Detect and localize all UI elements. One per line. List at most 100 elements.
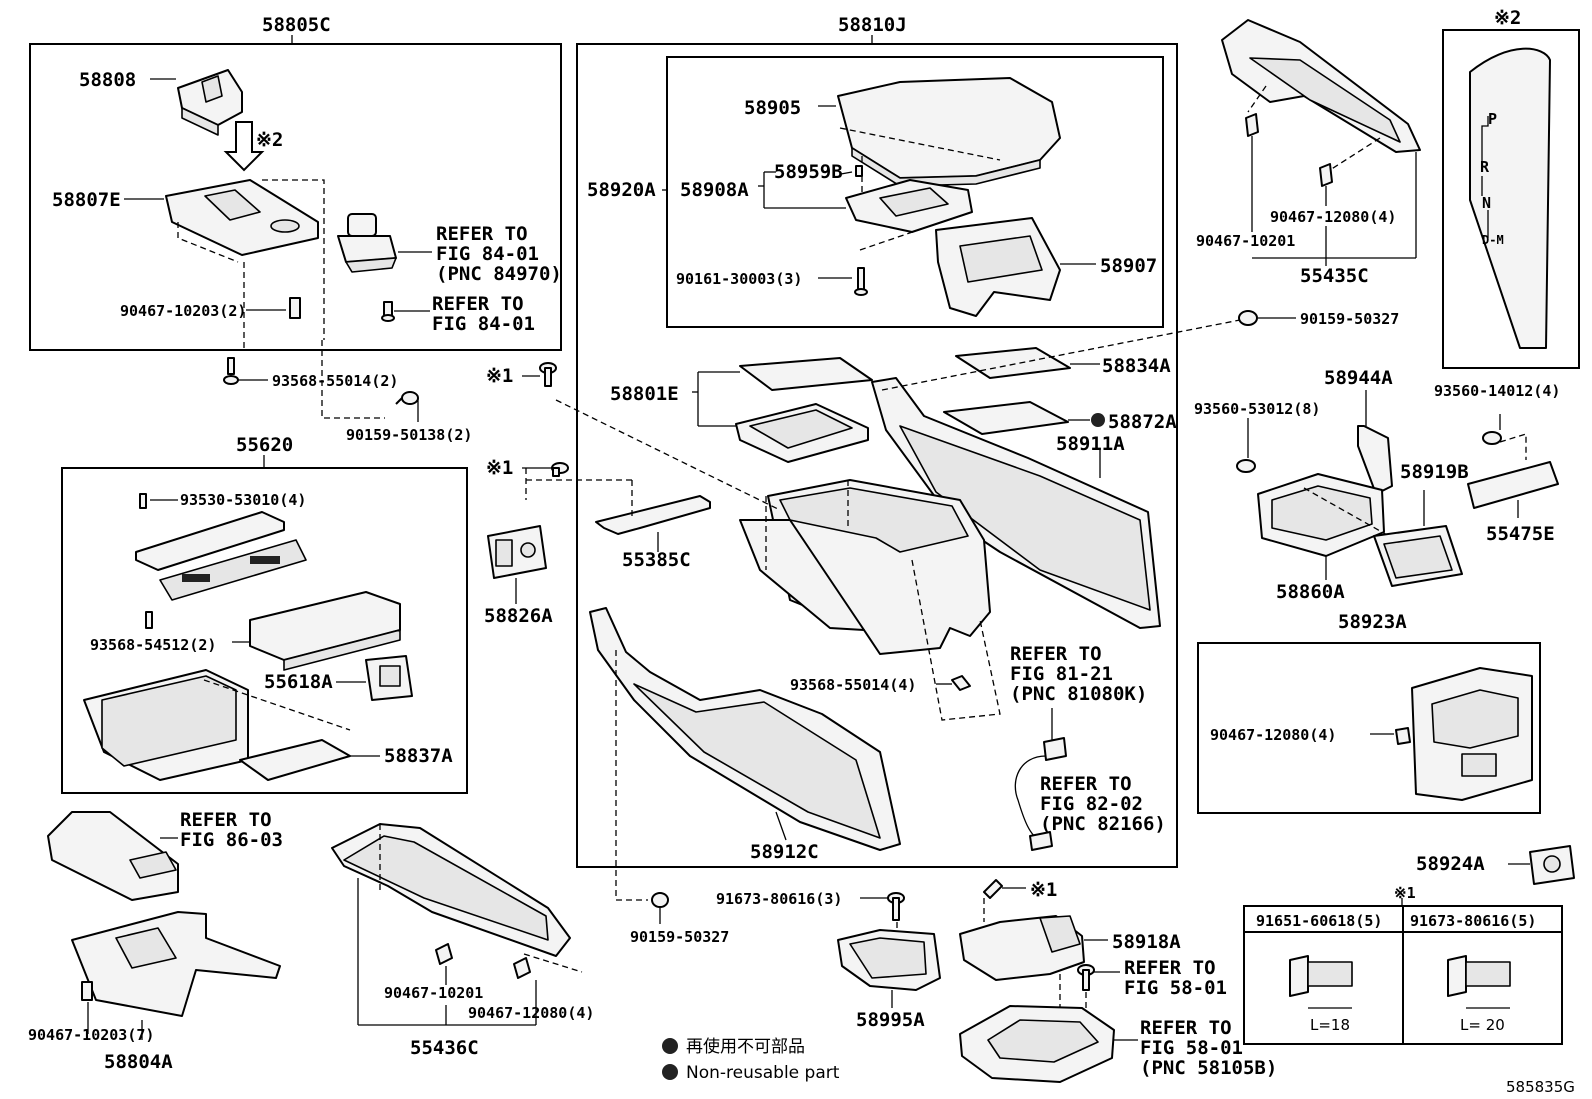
label-90467-12080-4: 90467-12080(4) [468, 1004, 594, 1022]
label-90159-50327: 90159-50327 [630, 928, 729, 946]
label-90467-10201: 90467-10201 [1196, 232, 1295, 250]
part-58911A-side-panel [871, 377, 1161, 629]
label-58908A: 58908A [680, 179, 749, 201]
part-shift-indicator [1469, 47, 1551, 349]
non-reusable-dot-icon [1091, 413, 1105, 427]
part-58912C-side-panel [589, 607, 901, 851]
label-refer-fig: FIG 81-21 [1010, 663, 1113, 685]
label-58826A: 58826A [484, 605, 553, 627]
shift-position-p: P [1488, 110, 1497, 128]
label-58872A: 58872A [1108, 411, 1177, 433]
part-58908A-hinge [845, 179, 973, 233]
label-90161-30003-3: 90161-30003(3) [676, 270, 802, 288]
label-refer-to: REFER TO [432, 293, 524, 315]
screw-icon [551, 462, 569, 477]
fastener-table-note: ※1 [1394, 884, 1416, 902]
label-refer-to: REFER TO [1010, 643, 1102, 665]
label-refer-to: REFER TO [1124, 957, 1216, 979]
legend-dot-icon [662, 1064, 678, 1080]
part-58837A-mat [239, 739, 351, 781]
part-55475E-trim [1467, 461, 1559, 509]
screw-icon [539, 362, 557, 387]
screw-icon [983, 879, 1003, 899]
part-58905-armrest [837, 77, 1061, 187]
note2-header: ※2 [1494, 7, 1521, 29]
label-58907: 58907 [1100, 255, 1157, 277]
group-label-58810J: 58810J [838, 14, 907, 36]
label-55618A: 55618A [264, 671, 333, 693]
clip-icon [651, 892, 669, 908]
part-ecu-bracket [959, 1005, 1115, 1083]
clip-icon [1395, 727, 1411, 745]
label-93560-53012-8: 93560-53012(8) [1194, 400, 1320, 418]
label-55475E: 55475E [1486, 523, 1555, 545]
label-93568-55014-4: 93568-55014(4) [790, 676, 916, 694]
part-58808-shift-boot [177, 69, 243, 136]
clip-icon [1238, 310, 1258, 326]
label-refer-fig: FIG 86-03 [180, 829, 283, 851]
screw-icon [1236, 459, 1256, 473]
screw-icon [951, 675, 971, 691]
label-90467-10203-2: 90467-10203(2) [120, 302, 246, 320]
label-58912C: 58912C [750, 841, 819, 863]
part-console-box [83, 669, 351, 781]
group-box-58923A [1197, 642, 1541, 814]
part-wire-harness [1014, 737, 1067, 851]
part-58907-lid-frame [935, 217, 1061, 317]
label-58837A: 58837A [384, 745, 453, 767]
screw-icon [1482, 431, 1502, 445]
group-box-58810J [576, 43, 1178, 868]
label-note-1: ※1 [1030, 879, 1057, 901]
label-58923A: 58923A [1338, 611, 1407, 633]
part-58944A-bracket [1357, 425, 1393, 495]
label-58860A: 58860A [1276, 581, 1345, 603]
label-refer-fig: FIG 82-02 [1040, 793, 1143, 815]
clip-icon [1245, 113, 1259, 137]
shift-position-dm: D-M [1482, 233, 1504, 247]
bolt-with-washer-icon [1447, 955, 1511, 1009]
screw-icon [855, 165, 863, 177]
legend-line-2: Non-reusable part [686, 1063, 840, 1083]
label-90159-50138-2: 90159-50138(2) [346, 426, 472, 444]
label-90159-50327: 90159-50327 [1300, 310, 1399, 328]
group-box-58805C [29, 43, 562, 351]
label-58808: 58808 [79, 69, 136, 91]
group-label-58805C: 58805C [262, 14, 331, 36]
part-box-lid [249, 591, 401, 671]
clip-icon [435, 943, 453, 965]
label-93568-54512-2: 93568-54512(2) [90, 636, 216, 654]
label-55385C: 55385C [622, 549, 691, 571]
label-refer-pnc: (PNC 58105B) [1140, 1057, 1277, 1079]
fastener-header-1: 91651-60618(5) [1256, 912, 1382, 930]
label-58944A: 58944A [1324, 367, 1393, 389]
label-55436C: 55436C [410, 1037, 479, 1059]
part-58924A-cover [1529, 845, 1575, 885]
label-58801E: 58801E [610, 383, 679, 405]
part-55620-bracket [135, 511, 307, 601]
label-58924A: 58924A [1416, 853, 1485, 875]
screw-icon [223, 357, 239, 385]
part-58923A-panel [1411, 667, 1533, 801]
clip-icon [81, 981, 93, 1001]
label-refer-pnc: (PNC 82166) [1040, 813, 1166, 835]
label-91673-80616-3: 91673-80616(3) [716, 890, 842, 908]
shift-position-n: N [1482, 194, 1491, 212]
label-note-1: ※1 [486, 457, 513, 479]
part-floor-shift-assy [47, 811, 179, 901]
part-58995A-bracket [837, 929, 941, 991]
label-90467-10203-7: 90467-10203(7) [28, 1026, 154, 1044]
label-58918A: 58918A [1112, 931, 1181, 953]
fastener-header-2: 91673-80616(5) [1410, 912, 1536, 930]
label-note-2: ※2 [256, 129, 283, 151]
screw-icon [854, 267, 868, 296]
screw-icon [887, 892, 905, 921]
label-58911A: 58911A [1056, 433, 1125, 455]
part-58834A-pad [955, 347, 1071, 379]
clip-icon [289, 297, 301, 319]
clip-icon [1319, 163, 1333, 187]
down-arrow-icon [223, 121, 265, 172]
bolt-icon [381, 301, 395, 322]
label-90467-10201: 90467-10201 [384, 984, 483, 1002]
label-refer-fig: FIG 58-01 [1124, 977, 1227, 999]
